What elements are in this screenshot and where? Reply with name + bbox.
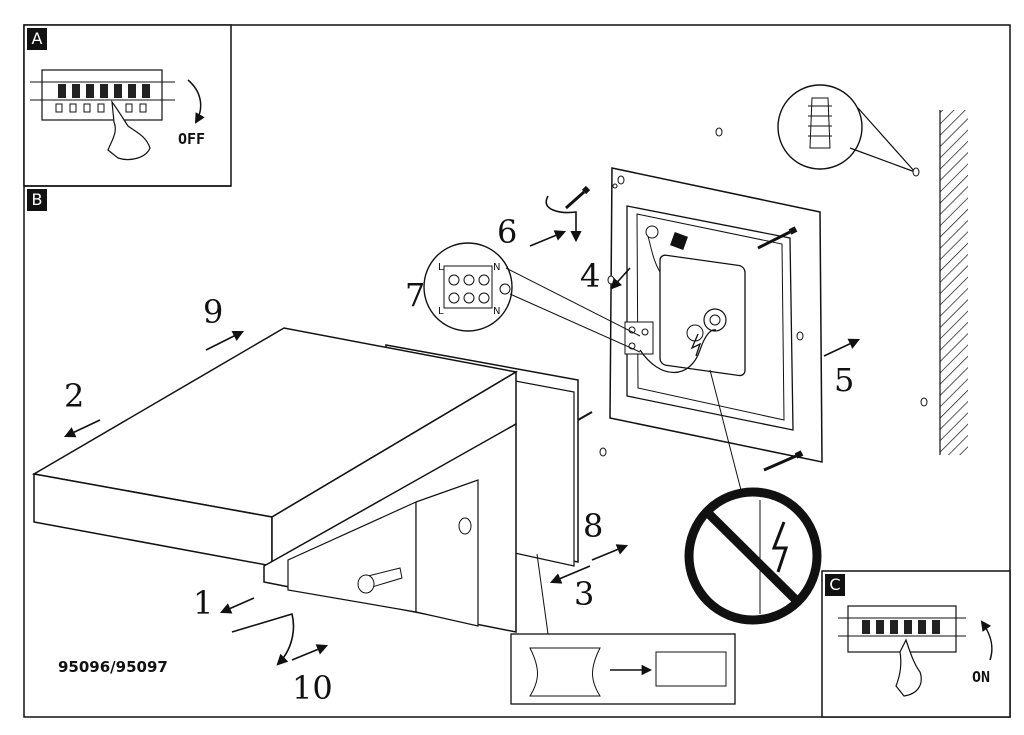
lamp-body [31, 327, 593, 633]
model-number: 95096/95097 [58, 658, 168, 676]
switch-on-label: ON [972, 668, 991, 686]
terminal-label-n-top: N [493, 262, 501, 273]
arrow-step-3 [549, 565, 591, 584]
terminal-detail [423, 242, 641, 353]
step-6: 6 [497, 213, 518, 251]
arrow-step-10 [291, 644, 329, 661]
warning-no-touch-icon [684, 369, 822, 625]
arrow-step-2 [63, 419, 101, 438]
panel-label-c: C [825, 574, 845, 596]
screw-top [565, 185, 591, 210]
panel-c [821, 570, 1011, 718]
step-9: 9 [203, 293, 224, 331]
panel-a [23, 24, 232, 187]
arrow-step-9 [205, 330, 245, 351]
wall-plug-detail [777, 84, 916, 173]
step-5: 5 [834, 361, 855, 399]
hand-icon [895, 638, 922, 697]
breaker-panel-a [30, 69, 175, 121]
arrow-step-6-rotate [545, 195, 582, 243]
rotate-down-arrow-icon [187, 79, 205, 124]
terminal-label-l-top: L [438, 262, 444, 273]
panel-label-b: B [27, 189, 47, 211]
step-2: 2 [64, 377, 85, 415]
switch-off-label: OFF [178, 130, 206, 148]
step-8: 8 [583, 507, 604, 545]
terminal-block-on-plate [624, 321, 654, 355]
hand-icon [107, 99, 151, 161]
panel-label-a: A [27, 28, 47, 50]
arrow-step-10-rotate [231, 612, 295, 666]
arrow-step-6 [529, 230, 567, 247]
outer-frame [23, 24, 1011, 718]
screw-bottom [763, 450, 804, 472]
arrow-step-4 [610, 267, 631, 290]
glass-detail [510, 553, 736, 705]
rotate-up-arrow-icon [980, 620, 993, 661]
terminal-label-n-bottom: N [493, 306, 501, 317]
wall [939, 110, 968, 455]
arrow-step-1 [219, 597, 255, 614]
step-3: 3 [574, 575, 595, 613]
terminal-label-l-bottom: L [438, 306, 444, 317]
arrow-step-5 [823, 338, 861, 357]
step-10: 10 [292, 669, 333, 707]
step-1: 1 [193, 584, 214, 622]
step-4: 4 [580, 257, 601, 295]
step-7: 7 [405, 276, 426, 314]
arrow-step-8 [591, 544, 629, 561]
screw-right [757, 226, 798, 250]
mounting-plate [609, 167, 823, 463]
wall-holes [599, 127, 928, 457]
